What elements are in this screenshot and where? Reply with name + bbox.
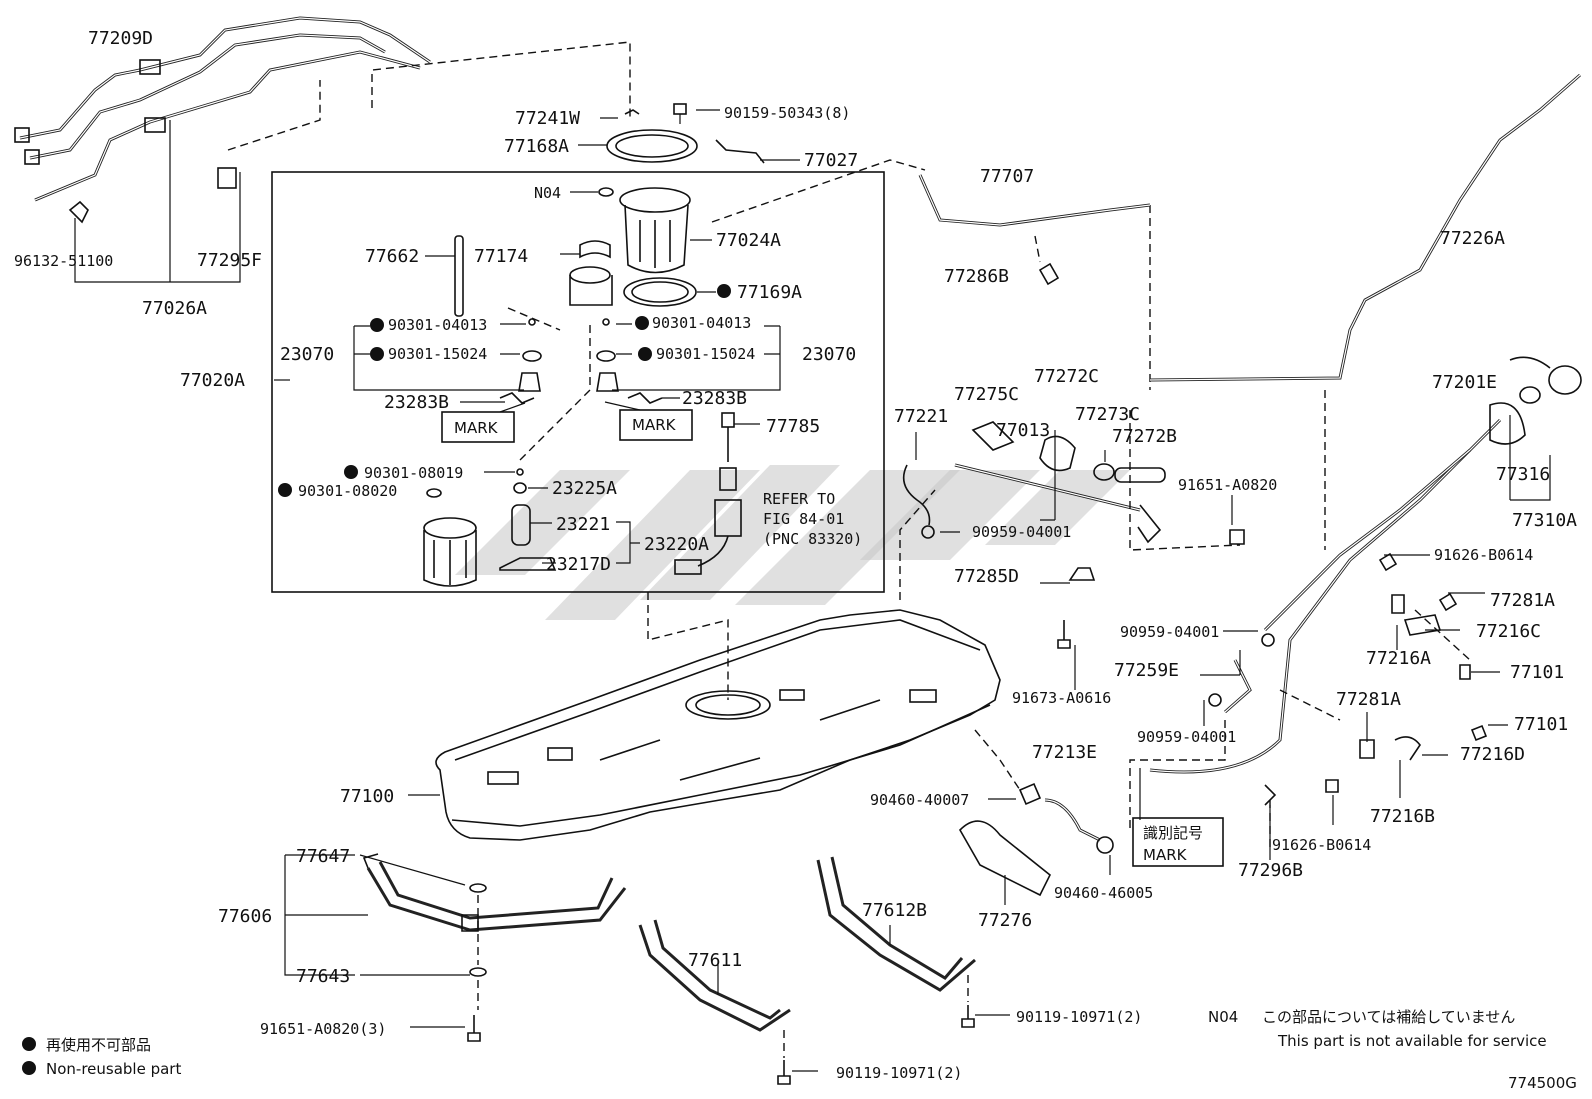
diagram-id: 774500G [1508, 1074, 1577, 1092]
label-77310A: 77310A [1512, 510, 1577, 531]
pump-module-parts [423, 103, 765, 587]
label-77216A: 77216A [1366, 648, 1431, 669]
label-23283B-right: 23283B [682, 388, 747, 409]
label-90460-40007: 90460-40007 [870, 791, 969, 809]
label-77276: 77276 [978, 910, 1032, 931]
label-77168A: 77168A [504, 136, 569, 157]
label-77662: 77662 [365, 246, 419, 267]
label-90301-15024-left: 90301-15024 [388, 345, 487, 363]
label-77213E: 77213E [1032, 742, 1097, 763]
label-90301-15024-right: 90301-15024 [656, 345, 755, 363]
label-77281A-bottom: 77281A [1336, 689, 1401, 710]
tank-straps [362, 853, 976, 1085]
label-77275C: 77275C [954, 384, 1019, 405]
label-77221: 77221 [894, 406, 948, 427]
label-77272B: 77272B [1112, 426, 1177, 447]
label-91651-A0820: 91651-A0820 [1178, 476, 1277, 494]
pump-assembly-box [271, 171, 885, 593]
fuel-tube-assembly [14, 16, 431, 224]
leader-lines [74, 109, 1551, 1072]
label-77785: 77785 [766, 416, 820, 437]
label-23070-left: 23070 [280, 344, 334, 365]
label-90119-10971-left: 90119-10971(2) [836, 1064, 962, 1082]
label-77612B: 77612B [862, 900, 927, 921]
label-77174: 77174 [474, 246, 528, 267]
legend-non-reusable-jp: 再使用不可部品 [46, 1036, 151, 1054]
label-23225A: 23225A [552, 478, 617, 499]
refer-line-1: REFER TO [763, 490, 835, 508]
label-77101-top: 77101 [1510, 662, 1564, 683]
vent-tubes [918, 73, 1581, 382]
label-90119-10971-right: 90119-10971(2) [1016, 1008, 1142, 1026]
part-labels: 77209D 96132-51100 77026A 77295F 77241W … [14, 28, 1577, 1082]
label-77020A: 77020A [180, 370, 245, 391]
non-reusable-markers [22, 284, 731, 1075]
label-77295F: 77295F [197, 250, 262, 271]
legend-n04-en: This part is not available for service [1277, 1032, 1547, 1050]
label-77216B: 77216B [1370, 806, 1435, 827]
label-77643: 77643 [296, 966, 350, 987]
filler-parts [902, 356, 1582, 897]
label-23220A: 23220A [644, 534, 709, 555]
label-77285D: 77285D [954, 566, 1019, 587]
label-77101-bottom: 77101 [1514, 714, 1568, 735]
label-77273C: 77273C [1075, 404, 1140, 425]
label-77316: 77316 [1496, 464, 1550, 485]
label-90301-08020: 90301-08020 [298, 482, 397, 500]
label-77707: 77707 [980, 166, 1034, 187]
label-77024A: 77024A [716, 230, 781, 251]
label-90301-08019: 90301-08019 [364, 464, 463, 482]
label-77027: 77027 [804, 150, 858, 171]
label-77611: 77611 [688, 950, 742, 971]
mark-label-left: MARK [454, 419, 499, 437]
watermark-logo [455, 465, 1130, 620]
label-23221: 23221 [556, 514, 610, 535]
label-90959-04001-bottom: 90959-04001 [1137, 728, 1236, 746]
label-23070-right: 23070 [802, 344, 856, 365]
label-91626-B0614-bottom: 91626-B0614 [1272, 836, 1371, 854]
label-23283B-left: 23283B [384, 392, 449, 413]
label-77169A: 77169A [737, 282, 802, 303]
label-N04: N04 [534, 184, 561, 202]
legend-non-reusable-en: Non-reusable part [46, 1060, 181, 1078]
label-77272C: 77272C [1034, 366, 1099, 387]
label-90159-50343: 90159-50343(8) [724, 104, 850, 122]
label-90959-04001-top: 90959-04001 [972, 523, 1071, 541]
label-77216C: 77216C [1476, 621, 1541, 642]
label-77296B: 77296B [1238, 860, 1303, 881]
label-77286B: 77286B [944, 266, 1009, 287]
label-77647: 77647 [296, 846, 350, 867]
mark-label-jp: 識別記号 [1143, 824, 1203, 842]
label-77216D: 77216D [1460, 744, 1525, 765]
label-91673-A0616: 91673-A0616 [1012, 689, 1111, 707]
label-77281A-top: 77281A [1490, 590, 1555, 611]
label-90959-04001-mid: 90959-04001 [1120, 623, 1219, 641]
label-77026A: 77026A [142, 298, 207, 319]
label-77201E: 77201E [1432, 372, 1497, 393]
label-23217D: 23217D [546, 554, 611, 575]
label-91626-B0614-top: 91626-B0614 [1434, 546, 1533, 564]
refer-line-2: FIG 84-01 [763, 510, 844, 528]
mark-label-en: MARK [1143, 846, 1188, 864]
label-77259E: 77259E [1114, 660, 1179, 681]
legend: 再使用不可部品 Non-reusable part N04 この部品については補… [46, 1008, 1577, 1092]
legend-n04-jp: この部品については補給していません [1262, 1008, 1515, 1026]
label-77226A: 77226A [1440, 228, 1505, 249]
refer-line-3: (PNC 83320) [763, 530, 862, 548]
label-90301-04013-right: 90301-04013 [652, 314, 751, 332]
label-77209D: 77209D [88, 28, 153, 49]
label-91651-A0820-3: 91651-A0820(3) [260, 1020, 386, 1038]
label-77100: 77100 [340, 786, 394, 807]
label-77241W: 77241W [515, 108, 580, 129]
fuel-tank-body [435, 609, 1001, 841]
label-90460-46005: 90460-46005 [1054, 884, 1153, 902]
label-96132-51100: 96132-51100 [14, 252, 113, 270]
label-77013: 77013 [996, 420, 1050, 441]
label-90301-04013-left: 90301-04013 [388, 316, 487, 334]
legend-n04-code: N04 [1208, 1008, 1238, 1026]
label-77606: 77606 [218, 906, 272, 927]
mark-label-right: MARK [632, 416, 677, 434]
